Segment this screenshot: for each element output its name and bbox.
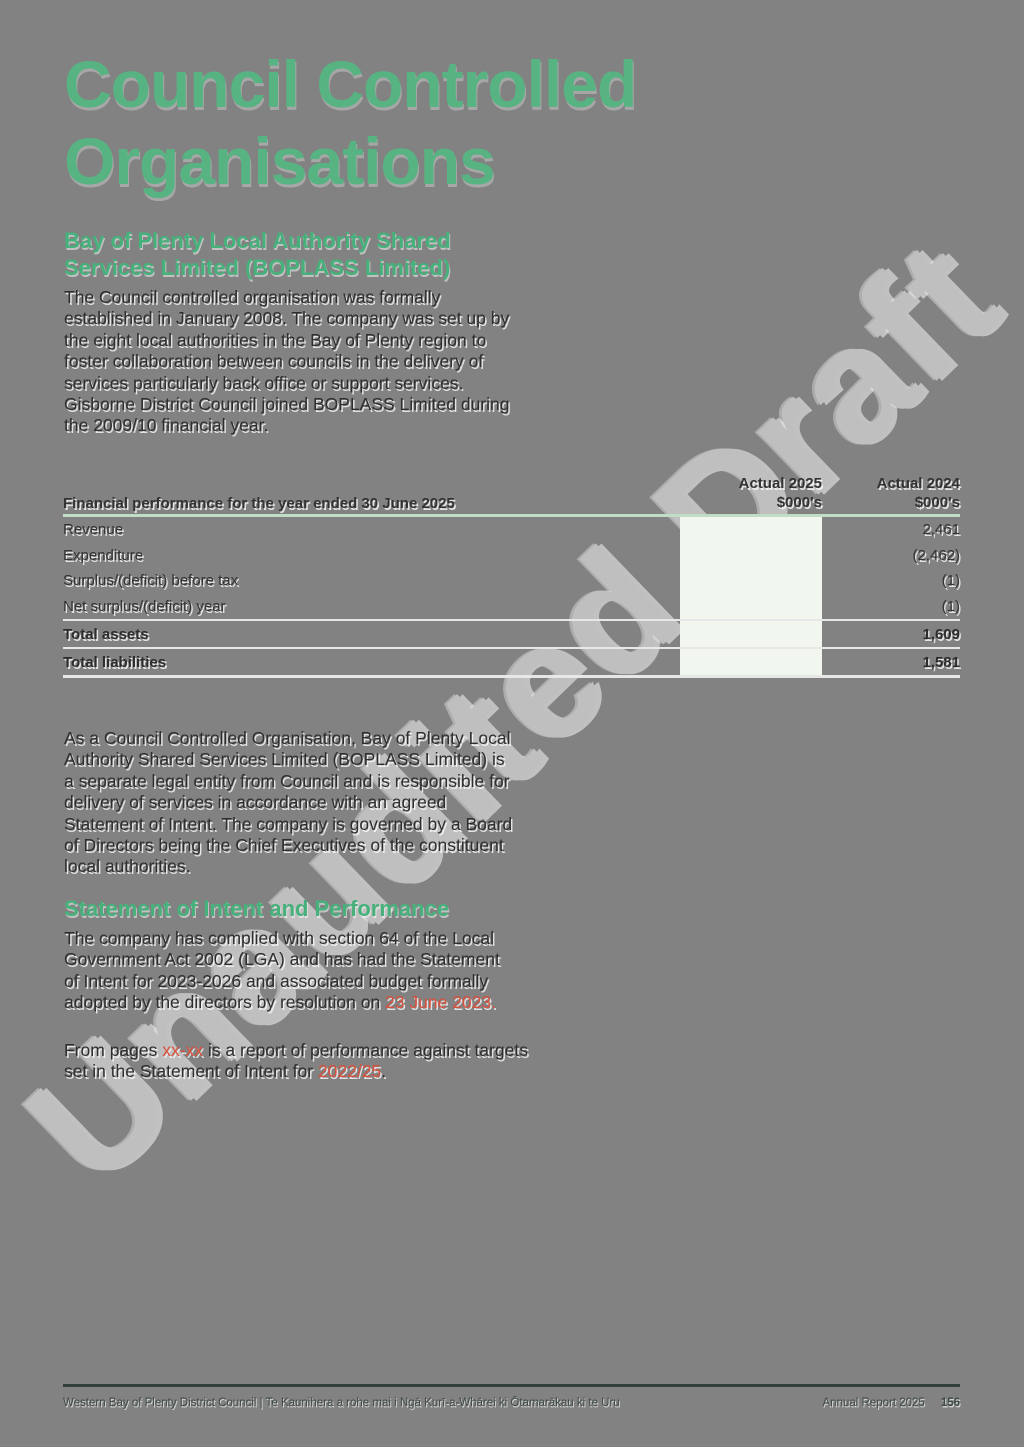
table-row-total-assets: Total assets 1,609 <box>63 621 960 647</box>
paragraph-boplass-intro: The Council controlled organisation was … <box>64 287 510 436</box>
heading-statement-of-intent: Statement of Intent and Performance <box>64 896 450 921</box>
heading-boplass: Bay of Plenty Local Authority Shared Ser… <box>64 228 451 280</box>
paragraph-soi-compliance: The company has complied with section 64… <box>64 928 516 1014</box>
footer-report-title: Annual Report 2025 <box>822 1397 925 1409</box>
column-header-actual-2025-units: $000's <box>776 494 822 511</box>
paragraph-soi-report-pages: From pages xx-xx is a report of performa… <box>64 1040 534 1083</box>
column-header-actual-2024: Actual 2024 $000's <box>822 474 960 514</box>
table-row-total-liabilities: Total liabilities 1,581 <box>63 649 960 675</box>
row-value-2024: (2,462) <box>912 546 960 564</box>
soi-page-placeholder: xx-xx <box>162 1040 204 1060</box>
table-divider <box>63 647 960 649</box>
table-row-surplus-before-tax: Surplus/(deficit) before tax (1) <box>63 568 960 594</box>
column-header-actual-2024-year: Actual 2024 <box>876 475 960 492</box>
table-header-rule <box>63 514 960 517</box>
row-value-2024: 1,609 <box>922 625 960 643</box>
soi-text: is a report of performance against targe… <box>64 1040 528 1082</box>
row-value-2024: 2,461 <box>922 521 960 539</box>
row-label: Net surplus/(deficit) year <box>63 597 226 615</box>
table-caption: Financial performance for the year ended… <box>63 495 455 512</box>
row-label: Expenditure <box>63 546 144 564</box>
table-divider <box>63 619 960 621</box>
soi-text: The company has complied with section 64… <box>64 928 500 1013</box>
row-value-2024: 1,581 <box>922 653 960 671</box>
table-bottom-rule <box>63 675 960 678</box>
soi-year-placeholder: 2022/25 <box>317 1061 382 1082</box>
row-value-2024: (1) <box>941 572 960 590</box>
actual-2025-column-highlight <box>680 515 822 678</box>
table-row-net-surplus: Net surplus/(deficit) year (1) <box>63 594 960 620</box>
row-label: Surplus/(deficit) before tax <box>63 572 239 590</box>
row-value-2024: (1) <box>941 597 960 615</box>
column-header-actual-2025: Actual 2025 $000's <box>680 474 822 514</box>
table-row-expenditure: Expenditure (2,462) <box>63 543 960 569</box>
table-row-revenue: Revenue 2,461 <box>63 517 960 543</box>
page-title-line1: Council Controlled <box>64 47 637 121</box>
page-title: Council Controlled Organisations <box>64 46 637 200</box>
soi-resolution-date: 23 June 2023. <box>385 992 496 1013</box>
financial-performance-table: Financial performance for the year ended… <box>63 470 960 678</box>
footer-rule <box>63 1384 960 1387</box>
column-header-actual-2024-units: $000's <box>914 494 960 511</box>
page-title-line2: Organisations <box>64 124 496 198</box>
soi-text: From pages <box>64 1040 163 1060</box>
row-label: Revenue <box>63 521 124 539</box>
footer-council-name: Western Bay of Plenty District Council |… <box>63 1397 620 1409</box>
row-label: Total liabilities <box>63 653 167 671</box>
footer-page-number: 156 <box>940 1397 960 1409</box>
paragraph-boplass-entity: As a Council Controlled Organisation, Ba… <box>64 728 513 877</box>
row-label: Total assets <box>63 625 149 643</box>
table-header-row: Financial performance for the year ended… <box>63 470 960 514</box>
soi-text: . <box>381 1061 387 1082</box>
column-header-actual-2025-year: Actual 2025 <box>738 475 822 492</box>
footer-report-info: Annual Report 2025 156 <box>823 1397 961 1409</box>
page-footer: Western Bay of Plenty District Council |… <box>63 1397 960 1409</box>
